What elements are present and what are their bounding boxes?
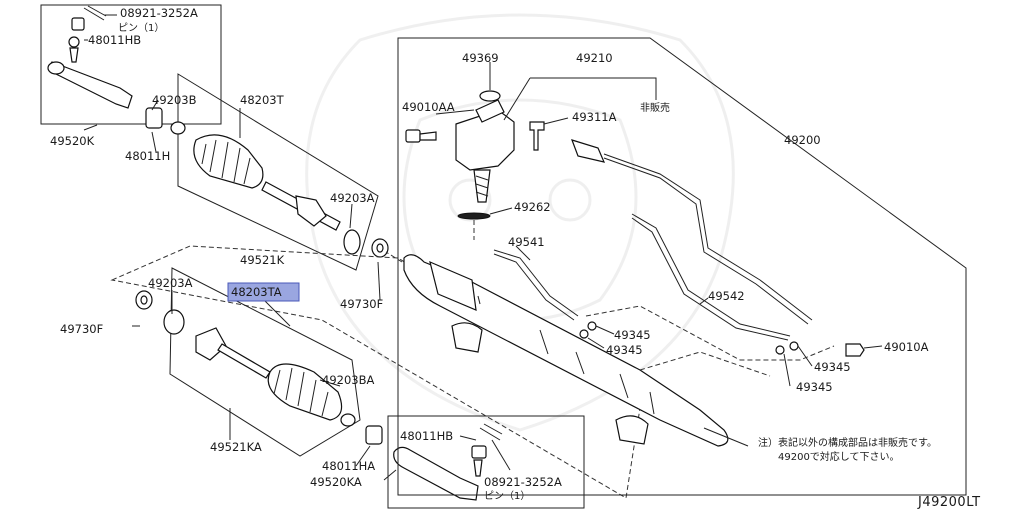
label-49203a-top[interactable]: 49203A	[330, 191, 375, 205]
tie-rod-end-bottom	[393, 445, 487, 501]
fitting-49345-c	[789, 341, 799, 351]
oring-49262	[457, 212, 491, 220]
label-48011h[interactable]: 48011H	[125, 149, 170, 163]
boot-48203ta	[267, 363, 343, 421]
highlight-48203ta	[227, 282, 300, 302]
label-49520ka[interactable]: 49520KA	[310, 475, 362, 489]
nut-48011ha	[365, 425, 383, 445]
note-line-2: 49200で対応して下さい。	[778, 450, 900, 463]
hydraulic-line-49541	[493, 249, 579, 321]
pinion-housing-49210	[455, 99, 515, 203]
label-49521ka[interactable]: 49521KA	[210, 440, 262, 454]
inset-box-tie-rod-end-bottom	[387, 415, 585, 509]
label-48011hb-bottom[interactable]: 48011HB	[400, 429, 453, 443]
label-pin-top: ピン（1）	[118, 22, 164, 34]
washer-49730f-left	[135, 290, 153, 310]
bolt-49010aa	[405, 129, 437, 143]
label-49730f-right[interactable]: 49730F	[340, 297, 383, 311]
diagram-code: J49200LT	[917, 495, 981, 510]
cotter-pin-bottom	[479, 423, 503, 441]
group-outline-lower	[169, 267, 361, 457]
label-49210[interactable]: 49210	[576, 51, 613, 65]
label-pin-bottom: ピン（1）	[484, 490, 530, 502]
watermark-emblem	[305, 13, 735, 432]
nut-48011hb-top	[71, 17, 85, 31]
label-49542[interactable]: 49542	[708, 289, 745, 303]
fitting-49345-a	[587, 321, 597, 331]
label-49369[interactable]: 49369	[462, 51, 499, 65]
inner-tie-rod-49521ka	[195, 327, 271, 379]
rack-housing	[403, 254, 749, 447]
nut-48011h	[145, 107, 163, 129]
note-line-1: 注）表記以外の構成部品は非販売です。	[758, 436, 937, 449]
label-49730f-left[interactable]: 49730F	[60, 322, 103, 336]
label-49200[interactable]: 49200	[784, 133, 821, 147]
label-49311a[interactable]: 49311A	[572, 110, 617, 124]
cap-49369	[479, 90, 501, 102]
bolt-49311a	[529, 121, 545, 151]
label-49203a-left[interactable]: 49203A	[148, 276, 193, 290]
label-48203t[interactable]: 48203T	[240, 93, 285, 107]
label-48203ta[interactable]: 48203TA	[231, 285, 282, 299]
hydraulic-line-sensor	[571, 139, 813, 325]
label-48011ha[interactable]: 48011HA	[322, 459, 375, 473]
label-49345-c[interactable]: 49345	[814, 360, 851, 374]
fitting-49345-d	[775, 345, 785, 355]
label-49345-b[interactable]: 49345	[606, 343, 643, 357]
tie-rod-end-top	[47, 36, 133, 109]
fitting-49345-b	[579, 329, 589, 339]
inner-tie-rod-49521k	[261, 181, 341, 231]
label-49520k[interactable]: 49520K	[50, 134, 95, 148]
washer-49730f-right	[371, 238, 389, 258]
cotter-pin-top	[83, 5, 107, 21]
assembly-outline-49200	[397, 37, 967, 496]
label-49203b[interactable]: 49203B	[152, 93, 197, 107]
boot-48203t	[193, 134, 264, 189]
clip-49203a-top	[343, 229, 361, 255]
label-08921-bottom[interactable]: 08921-3252A	[484, 475, 562, 489]
group-outline-upper	[177, 73, 379, 271]
label-48011hb-top[interactable]: 48011HB	[88, 33, 141, 47]
label-49010a[interactable]: 49010A	[884, 340, 929, 354]
label-49541[interactable]: 49541	[508, 235, 545, 249]
inset-box-tie-rod-end-top	[40, 4, 222, 125]
label-49203ba[interactable]: 49203BA	[322, 373, 374, 387]
label-not-for-sale: 非販売	[640, 101, 670, 114]
label-49262[interactable]: 49262	[514, 200, 551, 214]
label-49345-a[interactable]: 49345	[614, 328, 651, 342]
label-08921-top[interactable]: 08921-3252A	[120, 6, 198, 20]
hydraulic-line-49542	[631, 213, 791, 341]
clip-49203a-left	[163, 309, 185, 335]
label-49345-d[interactable]: 49345	[796, 380, 833, 394]
label-49521k[interactable]: 49521K	[240, 253, 285, 267]
clamp-49203b	[170, 121, 186, 135]
bolt-49010a	[845, 343, 865, 357]
clamp-49203ba	[340, 413, 356, 427]
label-49010aa[interactable]: 49010AA	[402, 100, 455, 114]
dashed-callout-fittings	[585, 305, 835, 377]
